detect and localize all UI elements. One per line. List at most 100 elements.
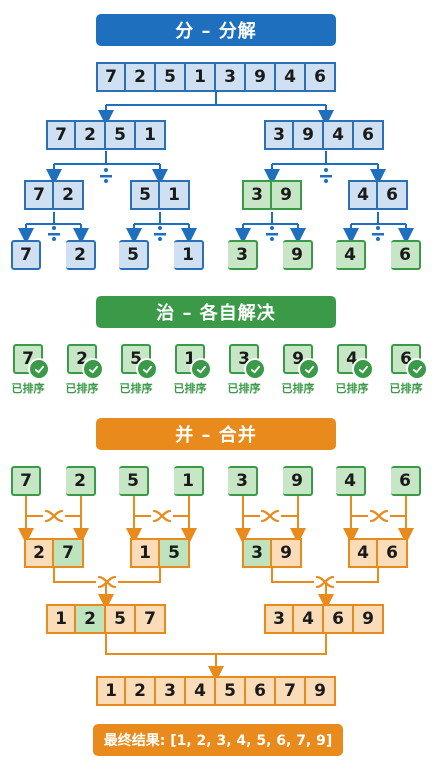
- array-cell: 9: [272, 538, 302, 568]
- single-cell: 9: [283, 466, 313, 496]
- merge-quad-right: 3 4 6 9: [264, 604, 384, 634]
- single-cell: 3: [228, 466, 258, 496]
- array-cell: 3: [216, 62, 246, 92]
- divide-level2-pair: 7 2: [24, 180, 84, 210]
- check-icon: [352, 358, 374, 380]
- array-cell: 5: [160, 538, 190, 568]
- divide-level0-array: 7 2 5 1 3 9 4 6: [96, 62, 336, 92]
- sorted-item: 2 已排序: [54, 344, 110, 396]
- single-cell: 7: [11, 240, 41, 270]
- single-cell: 1: [174, 466, 204, 496]
- array-cell: 1: [160, 180, 190, 210]
- array-cell: 2: [76, 120, 106, 150]
- sorted-label: 已排序: [335, 382, 369, 395]
- array-cell: 7: [276, 676, 306, 706]
- array-cell: 4: [348, 180, 378, 210]
- single-cell: 6: [391, 466, 421, 496]
- merge-pair: 2 7: [24, 538, 84, 568]
- single-cell: 7: [13, 344, 50, 380]
- array-cell: 1: [96, 676, 126, 706]
- sorted-label: 已排序: [11, 382, 45, 395]
- merge-quad-left: 1 2 5 7: [46, 604, 166, 634]
- array-cell: 5: [156, 62, 186, 92]
- check-icon: [298, 358, 320, 380]
- array-cell: 2: [126, 676, 156, 706]
- array-cell: 7: [96, 62, 126, 92]
- divide-level1-left: 7 2 5 1: [46, 120, 166, 150]
- single-cell: 9: [283, 344, 320, 380]
- divide-level2-pair: 5 1: [130, 180, 190, 210]
- merge-pair: 3 9: [242, 538, 302, 568]
- check-icon: [28, 358, 50, 380]
- array-cell: 1: [186, 62, 216, 92]
- array-cell: 4: [324, 120, 354, 150]
- single-cell: 2: [66, 240, 96, 270]
- single-cell: 5: [119, 240, 149, 270]
- check-icon: [82, 358, 104, 380]
- array-cell: 9: [354, 604, 384, 634]
- single-cell: 2: [66, 466, 96, 496]
- array-cell: 1: [46, 604, 76, 634]
- divide-banner: 分 – 分解: [96, 14, 336, 46]
- merge-banner: 并 – 合并: [96, 418, 336, 450]
- array-cell: 1: [136, 120, 166, 150]
- single-cell: 4: [336, 240, 366, 270]
- merge-final-array: 1 2 3 4 5 6 7 9: [96, 676, 336, 706]
- single-cell: 7: [11, 466, 41, 496]
- array-cell: 3: [264, 604, 294, 634]
- array-cell: 9: [272, 180, 302, 210]
- single-cell: 5: [119, 466, 149, 496]
- array-cell: 4: [276, 62, 306, 92]
- array-cell: 6: [306, 62, 336, 92]
- sorted-label: 已排序: [65, 382, 99, 395]
- array-cell: 4: [186, 676, 216, 706]
- single-cell: 6: [391, 344, 428, 380]
- array-cell: 4: [294, 604, 324, 634]
- sorted-label: 已排序: [119, 382, 153, 395]
- array-cell: 3: [156, 676, 186, 706]
- single-cell: 4: [336, 466, 366, 496]
- divide-level1-right: 3 9 4 6: [264, 120, 384, 150]
- sorted-item: 3 已排序: [216, 344, 272, 396]
- sorted-label: 已排序: [227, 382, 261, 395]
- array-cell: 7: [24, 180, 54, 210]
- array-cell: 6: [324, 604, 354, 634]
- single-cell: 3: [229, 344, 266, 380]
- array-cell: 5: [130, 180, 160, 210]
- single-cell: 9: [283, 240, 313, 270]
- array-cell: 7: [136, 604, 166, 634]
- sorted-label: 已排序: [173, 382, 207, 395]
- final-result-label: 最终结果: [1, 2, 3, 4, 5, 6, 7, 9]: [93, 724, 343, 756]
- array-cell: 3: [264, 120, 294, 150]
- check-icon: [190, 358, 212, 380]
- array-cell: 7: [54, 538, 84, 568]
- single-cell: 2: [67, 344, 104, 380]
- merge-pair: 1 5: [130, 538, 190, 568]
- sorted-item: 7 已排序: [0, 344, 56, 396]
- array-cell: 3: [242, 180, 272, 210]
- array-cell: 6: [246, 676, 276, 706]
- array-cell: 2: [54, 180, 84, 210]
- check-icon: [136, 358, 158, 380]
- array-cell: 2: [24, 538, 54, 568]
- array-cell: 6: [354, 120, 384, 150]
- array-cell: 7: [46, 120, 76, 150]
- array-cell: 9: [246, 62, 276, 92]
- single-cell: 1: [174, 240, 204, 270]
- array-cell: 2: [76, 604, 106, 634]
- check-icon: [244, 358, 266, 380]
- single-cell: 3: [228, 240, 258, 270]
- check-icon: [406, 358, 428, 380]
- array-cell: 5: [216, 676, 246, 706]
- array-cell: 4: [348, 538, 378, 568]
- array-cell: 1: [130, 538, 160, 568]
- divide-level2-pair: 3 9: [242, 180, 302, 210]
- conquer-banner: 治 – 各自解决: [96, 296, 336, 328]
- single-cell: 1: [175, 344, 212, 380]
- array-cell: 6: [378, 538, 408, 568]
- single-cell: 6: [391, 240, 421, 270]
- array-cell: 9: [306, 676, 336, 706]
